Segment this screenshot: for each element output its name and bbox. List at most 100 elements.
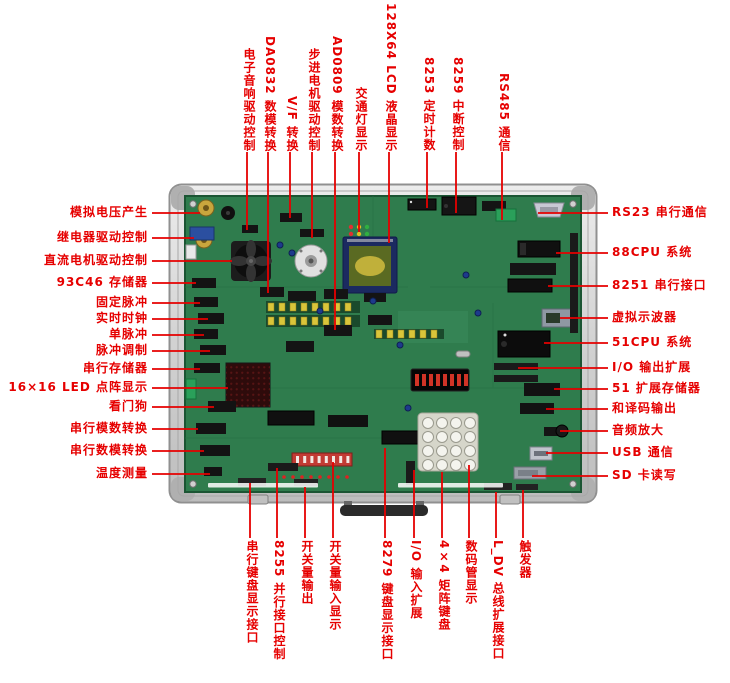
ic-chip [510, 263, 556, 275]
io-output-headers [494, 363, 538, 382]
pulse-mod-chip [200, 345, 226, 355]
db9-connector [533, 202, 565, 218]
lcd-module [342, 236, 398, 294]
keypad-4x4 [417, 412, 479, 472]
label-cpu88-system: 88CPU 系统 [612, 245, 693, 260]
trigger-connector [516, 484, 538, 490]
watchdog-chip [208, 401, 236, 412]
label-timer-8253: 8253 定时计数 [422, 57, 436, 152]
label-traffic-light-display: 交通灯显示 [354, 87, 368, 152]
oscilloscope-module [541, 308, 575, 328]
led-dot-matrix [225, 362, 271, 408]
label-virtual-oscilloscope: 虚拟示波器 [612, 310, 678, 325]
label-pulse-modulation: 脉冲调制 [95, 343, 148, 358]
crystal [455, 350, 471, 358]
rtc-chip [198, 313, 224, 324]
label-rs485-comm: RS485 通信 [497, 72, 511, 152]
output-led-row [282, 475, 349, 479]
switch-output-header [294, 479, 318, 486]
serial-memory-chip [194, 363, 220, 373]
ppi-8255-chip [267, 410, 315, 426]
label-fixed-pulse: 固定脉冲 [95, 295, 148, 310]
label-single-pulse: 单脉冲 [108, 327, 148, 342]
usb-connector [529, 446, 553, 461]
capacitors [276, 241, 482, 412]
label-kbd-8279: 8279 键盘显示接口 [380, 540, 394, 661]
serial-adc-chip [196, 423, 226, 434]
label-uart-8251: 8251 串行接口 [612, 278, 707, 293]
label-decode-output: 和译码输出 [612, 401, 678, 416]
uart-8251-chip [507, 278, 553, 293]
single-pulse-chip [194, 329, 218, 339]
rs485-terminal [495, 208, 517, 222]
label-bus-expand-interface: L_DV 总线扩展接口 [491, 540, 505, 661]
experiment-board-photo [168, 183, 598, 516]
sd-card-slot [513, 466, 547, 480]
label-serial-adc: 串行模数转换 [69, 421, 148, 436]
traffic-light-leds [348, 224, 370, 237]
decoder-chip [520, 403, 554, 414]
label-relay-control: 继电器驱动控制 [56, 230, 148, 245]
vf-converter-chip [280, 213, 302, 222]
label-rs232-serial: RS23 串行通信 [612, 205, 708, 220]
ppi-header [268, 463, 298, 471]
label-cpu51-system: 51CPU 系统 [612, 335, 693, 350]
audio-driver-chip [242, 225, 258, 233]
dip-switches [291, 452, 353, 467]
ic-chip [328, 415, 368, 427]
relay [189, 226, 215, 241]
expand-memory-chip [524, 383, 560, 396]
cpu88-chip [517, 240, 561, 258]
eeprom-93c46-chip [192, 278, 216, 288]
io-input-header [406, 461, 415, 485]
label-audio-amplifier: 音频放大 [612, 423, 665, 438]
temp-sensor [204, 467, 222, 476]
buzzer [221, 206, 235, 220]
label-audio-driver-control: 电子音响驱动控制 [242, 48, 256, 152]
label-ad0809-adc: AD0809 模数转换 [330, 36, 344, 152]
label-lcd-12864-display: 128X64 LCD 液晶显示 [384, 3, 398, 152]
case-handle [340, 501, 428, 516]
label-led-matrix-16x16: 16×16 LED 点阵显示 [8, 380, 148, 395]
label-switch-output: 开关量输出 [300, 540, 314, 605]
ic-chip [482, 201, 506, 211]
label-serial-dac: 串行数模转换 [69, 443, 148, 458]
cooling-fan [230, 240, 272, 282]
stepper-motor [294, 244, 328, 278]
label-da0832-dac: DA0832 数模转换 [263, 36, 277, 152]
corner-screw [189, 200, 577, 488]
cpu51-chip [497, 330, 551, 358]
label-serial-keyboard-display: 串行键盘显示接口 [245, 540, 259, 644]
timer-8253-chip [407, 198, 437, 211]
label-switch-input-display: 开关量输入显示 [328, 540, 342, 631]
label-expand-memory-51: 51 扩展存储器 [612, 381, 701, 396]
case-latch [247, 494, 521, 505]
label-analog-voltage: 模拟电压产生 [69, 205, 148, 220]
label-stepper-motor-control: 步进电机驱动控制 [307, 48, 321, 152]
seven-segment-display [410, 368, 470, 392]
jumper-field [266, 301, 444, 339]
label-sd-card: SD 卡读写 [612, 468, 677, 483]
terminal-block [185, 378, 197, 400]
silkscreen-text [208, 483, 503, 488]
edge-connector [185, 244, 197, 260]
label-eeprom-93c46: 93C46 存储器 [56, 275, 148, 290]
label-dc-motor-control: 直流电机驱动控制 [43, 253, 148, 268]
label-trigger: 触发器 [518, 540, 532, 579]
bus-pin-header [570, 233, 578, 333]
label-ppi-8255: 8255 并行接口控制 [272, 540, 286, 661]
label-usb-comm: USB 通信 [612, 445, 674, 460]
stepper-driver-chip [300, 229, 324, 237]
label-seven-segment-display: 数码管显示 [464, 540, 478, 605]
misc-chips [260, 287, 392, 352]
serial-dac-chip [200, 445, 230, 456]
label-vf-converter: V/F 转换 [285, 95, 299, 152]
label-watchdog: 看门狗 [108, 399, 148, 414]
serial-kbd-connector [238, 478, 266, 486]
interrupt-8259-chip [441, 196, 477, 216]
label-interrupt-8259: 8259 中断控制 [451, 57, 465, 152]
label-temperature: 温度测量 [95, 466, 148, 481]
fixed-pulse-chip [194, 297, 218, 307]
label-rtc: 实时时钟 [95, 311, 148, 326]
